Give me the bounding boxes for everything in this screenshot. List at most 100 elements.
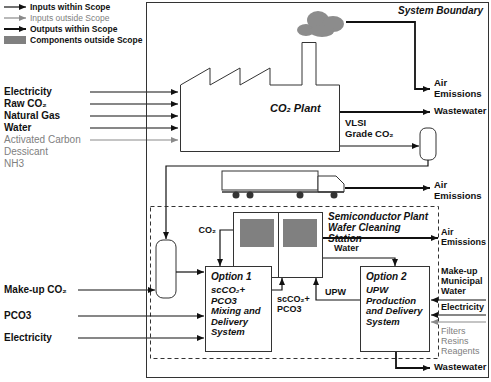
flow-label: NH3 — [4, 158, 24, 170]
flow-label: Water — [4, 122, 31, 134]
supply-arrow — [176, 271, 204, 272]
flow-label: Wastewater — [434, 106, 486, 117]
flow-label: VLSI Grade CO₂ — [345, 118, 395, 139]
flow-label: Raw CO₂ — [4, 98, 47, 110]
label-slot: VLSI Grade CO₂ — [345, 118, 395, 139]
label-slot: Air Emissions — [434, 180, 486, 201]
connector-label: UPW — [324, 287, 347, 297]
flow-label: Make-up Municipal Water — [441, 266, 489, 296]
truck-wheel — [297, 192, 304, 199]
legend-text: Components outside Scope — [30, 35, 142, 45]
label-slot: Water — [333, 243, 360, 253]
input-arrow — [431, 314, 486, 315]
truck — [222, 171, 344, 199]
process-text: UPW Production and Delivery System — [366, 285, 425, 327]
label-slot: Resins — [441, 336, 469, 346]
legend-outside-sample — [4, 17, 26, 18]
truck-wheel — [331, 192, 338, 199]
legend-input-sample — [4, 6, 26, 7]
flow-connector — [272, 278, 282, 290]
output-arrow — [340, 111, 430, 113]
process-text: scCO₂+ PCO3 Mixing and Delivery System — [211, 285, 267, 338]
outside-input-arrow — [431, 321, 486, 322]
connector-label: CO₂ — [198, 225, 218, 235]
flow-connector — [316, 278, 360, 300]
flow-label: Reagents — [441, 346, 480, 356]
input-arrow — [90, 91, 178, 92]
input-arrow — [78, 337, 204, 338]
label-slot: Raw CO₂ — [4, 98, 47, 110]
flow-label: Air Emissions — [434, 78, 486, 99]
flow-label: Dessicant — [4, 146, 48, 158]
label-slot: Activated Carbon — [4, 134, 81, 146]
flow-label: Filters — [441, 326, 466, 336]
label-slot: Outputs within Scope — [30, 24, 117, 34]
truck-chassis — [222, 191, 344, 193]
station-title: Semiconductor Plant Wafer Cleaning Stati… — [328, 211, 436, 244]
option-title: Option 2 — [366, 271, 425, 282]
process-box: Option 1 scCO₂+ PCO3 Mixing and Delivery … — [205, 266, 272, 352]
outside-input-arrow — [90, 139, 178, 140]
label-slot: Wastewater — [434, 106, 486, 117]
flow-label: Make-up CO₂ — [4, 284, 67, 296]
factory-outline — [180, 40, 340, 152]
smoke-cloud — [297, 11, 344, 37]
label-slot: Electricity — [4, 332, 52, 344]
flow-label: Electricity — [4, 86, 52, 98]
legend-text: Outputs within Scope — [30, 24, 117, 34]
output-arrow — [345, 187, 430, 189]
label-slot: Air Emissions — [441, 227, 489, 247]
option-title: Option 1 — [211, 271, 267, 282]
input-arrow — [78, 289, 155, 290]
flow-connector — [323, 258, 395, 266]
label-slot: scCO₂+ PCO3 — [276, 294, 314, 314]
legend-text: Inputs within Scope — [30, 2, 110, 12]
truck-cab — [318, 176, 344, 192]
legend-swatch — [4, 36, 26, 44]
flow-label: Electricity — [4, 332, 52, 344]
flow-label: Activated Carbon — [4, 134, 81, 146]
co2-tank — [156, 240, 176, 298]
product-arrow — [340, 145, 419, 146]
label-slot: Inputs within Scope — [30, 2, 110, 12]
flow-label: Natural Gas — [4, 110, 60, 122]
flow-label: Wastewater — [434, 362, 486, 373]
label-slot: Inputs outside Scope — [30, 13, 109, 23]
input-arrow — [431, 299, 486, 300]
factory-shape — [181, 43, 340, 152]
label-slot: Make-up CO₂ — [4, 284, 67, 296]
label-slot: Water — [4, 122, 31, 134]
label-slot: Filters — [441, 326, 466, 336]
truck-wheel — [247, 192, 254, 199]
input-arrow — [90, 103, 178, 104]
boundary-title: System Boundary — [147, 3, 488, 16]
legend-output-sample — [4, 28, 26, 30]
input-arrow — [78, 315, 204, 316]
flow-label: Electricity — [441, 302, 484, 312]
label-slot: Make-up Municipal Water — [441, 266, 489, 296]
outside-scope-component — [283, 219, 317, 247]
legend-text: Inputs outside Scope — [30, 13, 109, 23]
truck-wheel — [233, 192, 240, 199]
station-divider — [278, 213, 279, 277]
cloud-puff — [310, 25, 334, 37]
label-slot: NH3 — [4, 158, 24, 170]
label-slot: UPW — [324, 287, 347, 297]
input-arrow — [90, 127, 178, 128]
connector-label: Water — [333, 243, 360, 253]
label-slot: Electricity — [441, 302, 484, 312]
label-slot: Reagents — [441, 346, 480, 356]
outside-scope-component — [240, 219, 274, 247]
label-slot: Components outside Scope — [30, 35, 142, 45]
semiconductor-plant-area — [151, 207, 439, 359]
label-slot: Dessicant — [4, 146, 48, 158]
flow-label: Resins — [441, 336, 469, 346]
connector-label: scCO₂+ PCO3 — [276, 294, 314, 314]
label-slot: Air Emissions — [434, 78, 486, 99]
label-slot: Electricity — [4, 86, 52, 98]
flow-connector — [220, 230, 233, 266]
label-slot: Natural Gas — [4, 110, 60, 122]
plant-name: CO₂ Plant — [270, 102, 321, 114]
process-box: Option 2 UPW Production and Delivery Syst… — [360, 266, 430, 352]
label-slot: CO₂ — [198, 225, 218, 235]
